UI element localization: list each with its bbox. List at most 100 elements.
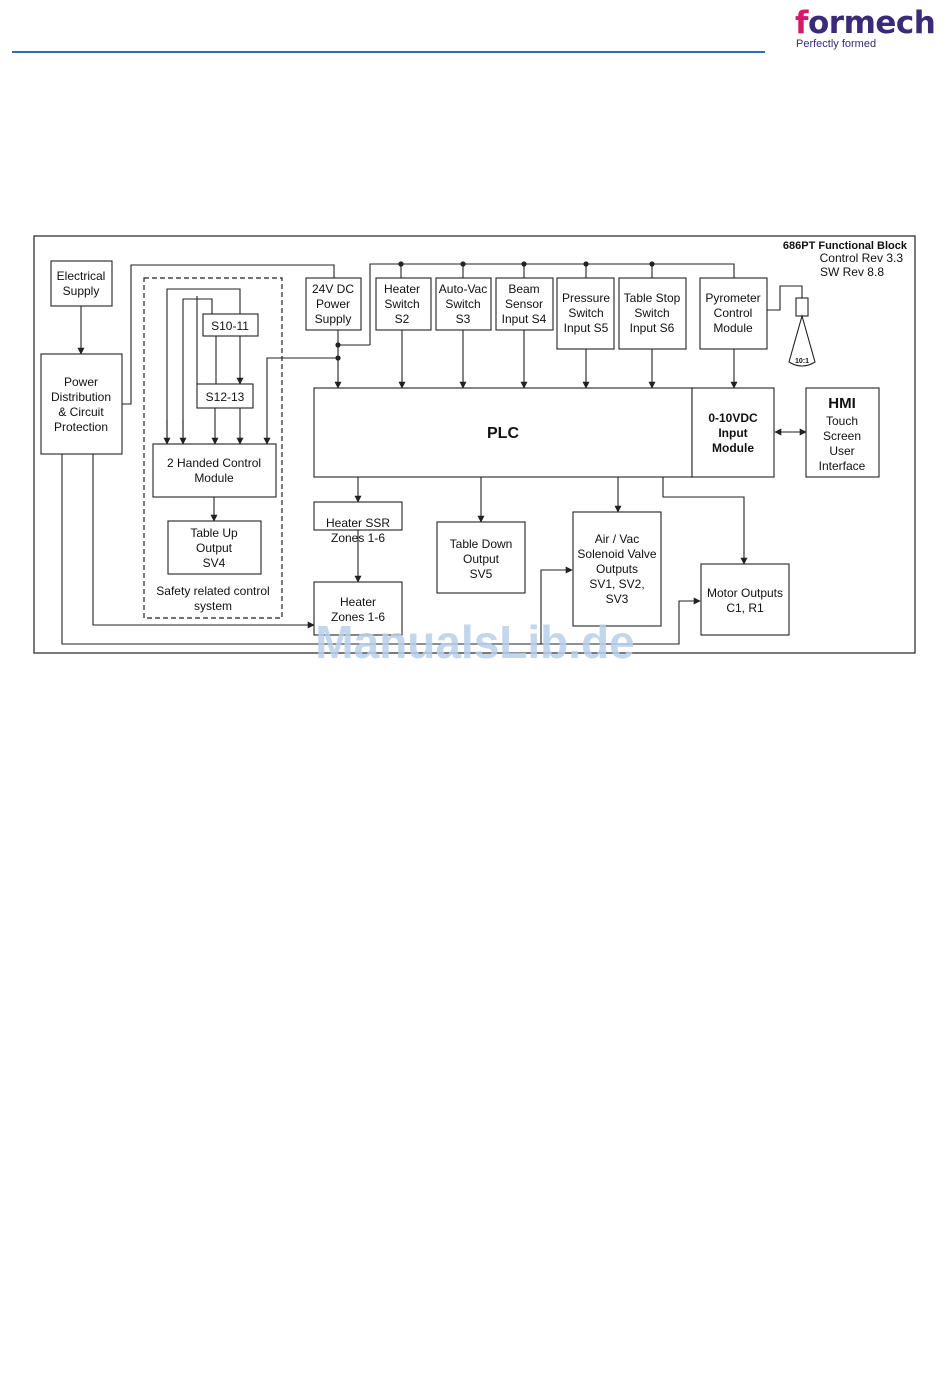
pressure-switch-block — [556, 277, 615, 350]
label-line: Module — [713, 321, 753, 335]
label-line: 2 Handed Control — [167, 456, 261, 470]
label-line: Module — [712, 441, 754, 455]
two-handed-control-block — [152, 443, 277, 498]
label-line: Input S6 — [630, 321, 675, 335]
electrical-supply-block — [50, 260, 113, 307]
label-line: Switch — [445, 297, 480, 311]
label-line: Zones 1-6 — [331, 531, 385, 545]
label-line: Beam — [508, 282, 539, 296]
label-line: Heater SSR — [326, 516, 390, 530]
software-revision: SW Rev 8.8 — [820, 265, 884, 279]
pyrometer-ratio: 10:1 — [795, 358, 809, 365]
label-line: 24V DC — [312, 282, 354, 296]
label-line: Zones 1-6 — [331, 610, 385, 624]
control-revision: Control Rev 3.3 — [820, 251, 904, 265]
label-line: Air / Vac — [595, 532, 639, 546]
label-line: Control — [714, 306, 753, 320]
power-supply-24v-block — [305, 277, 362, 331]
s12-13-label: S12-13 — [206, 390, 245, 404]
label-line: Distribution — [51, 390, 111, 404]
label-line: Switch — [634, 306, 669, 320]
label-line: Output — [196, 541, 233, 555]
brand-first-letter: f — [795, 5, 809, 41]
label-line: S12-13 — [206, 390, 245, 404]
label-line: Module — [194, 471, 234, 485]
hmi-block — [805, 387, 880, 478]
heater-ssr-block — [313, 501, 403, 531]
diagram-frame — [33, 235, 916, 654]
label-line: 0-10VDC — [708, 411, 758, 425]
label-line: Output — [463, 552, 500, 566]
label-line: C1, R1 — [726, 601, 764, 615]
label-line: Protection — [54, 420, 108, 434]
pyrometer-probe-icon: 10:1 — [788, 297, 816, 367]
label-line: Safety related control — [156, 584, 269, 598]
input-module-block — [691, 387, 775, 478]
label-line: Screen — [823, 429, 861, 443]
air-vac-solenoid-block — [572, 511, 662, 627]
label-line: Auto-Vac — [439, 282, 487, 296]
power-distribution-block — [40, 353, 123, 455]
heater-zones-block — [313, 581, 403, 636]
label-line: Outputs — [596, 562, 638, 576]
label-line: Supply — [63, 284, 100, 298]
brand-tagline: Perfectly formed — [796, 38, 877, 50]
table-up-output-block — [167, 520, 262, 575]
label-line: S10-11 — [211, 319, 249, 333]
label-line: SV5 — [470, 567, 493, 581]
hmi-title: HMI — [828, 395, 856, 412]
label-line: Heater — [384, 282, 420, 296]
header-rule — [12, 51, 765, 53]
label-line: Sensor — [505, 297, 543, 311]
label-line: Pyrometer — [705, 291, 760, 305]
label-line: S2 — [395, 312, 410, 326]
label-line: SV4 — [203, 556, 226, 570]
formech-logo: formech Perfectly formed — [795, 6, 940, 56]
beam-sensor-block — [495, 277, 554, 331]
s10-11-block — [202, 313, 259, 337]
label-line: Switch — [568, 306, 603, 320]
wires — [61, 263, 807, 645]
label-line: Switch — [384, 297, 419, 311]
label-line: Solenoid Valve — [577, 547, 656, 561]
plc-label: PLC — [487, 425, 519, 442]
s10-11-label: S10-11 — [211, 319, 249, 333]
label-line: Input S5 — [564, 321, 609, 335]
table-down-output-block — [436, 521, 526, 594]
brand-wordmark: formech — [795, 6, 940, 40]
label-line: Table Up — [190, 526, 238, 540]
auto-vac-switch-block — [435, 277, 492, 331]
label-line: Power — [316, 297, 350, 311]
label-line: & Circuit — [58, 405, 104, 419]
motor-outputs-block — [700, 563, 790, 636]
label-line: Power — [64, 375, 98, 389]
heater-switch-block — [375, 277, 432, 331]
brand-rest: ormech — [808, 5, 936, 41]
pyrometer-control-block — [699, 277, 768, 350]
label-line: Touch — [826, 414, 858, 428]
safety-region — [143, 277, 283, 619]
junction-dots — [335, 261, 655, 361]
label-line: Interface — [819, 459, 866, 473]
label-line: SV1, SV2, — [589, 577, 644, 591]
label-line: SV3 — [606, 592, 629, 606]
table-stop-switch-block — [618, 277, 687, 350]
label-line: User — [829, 444, 854, 458]
